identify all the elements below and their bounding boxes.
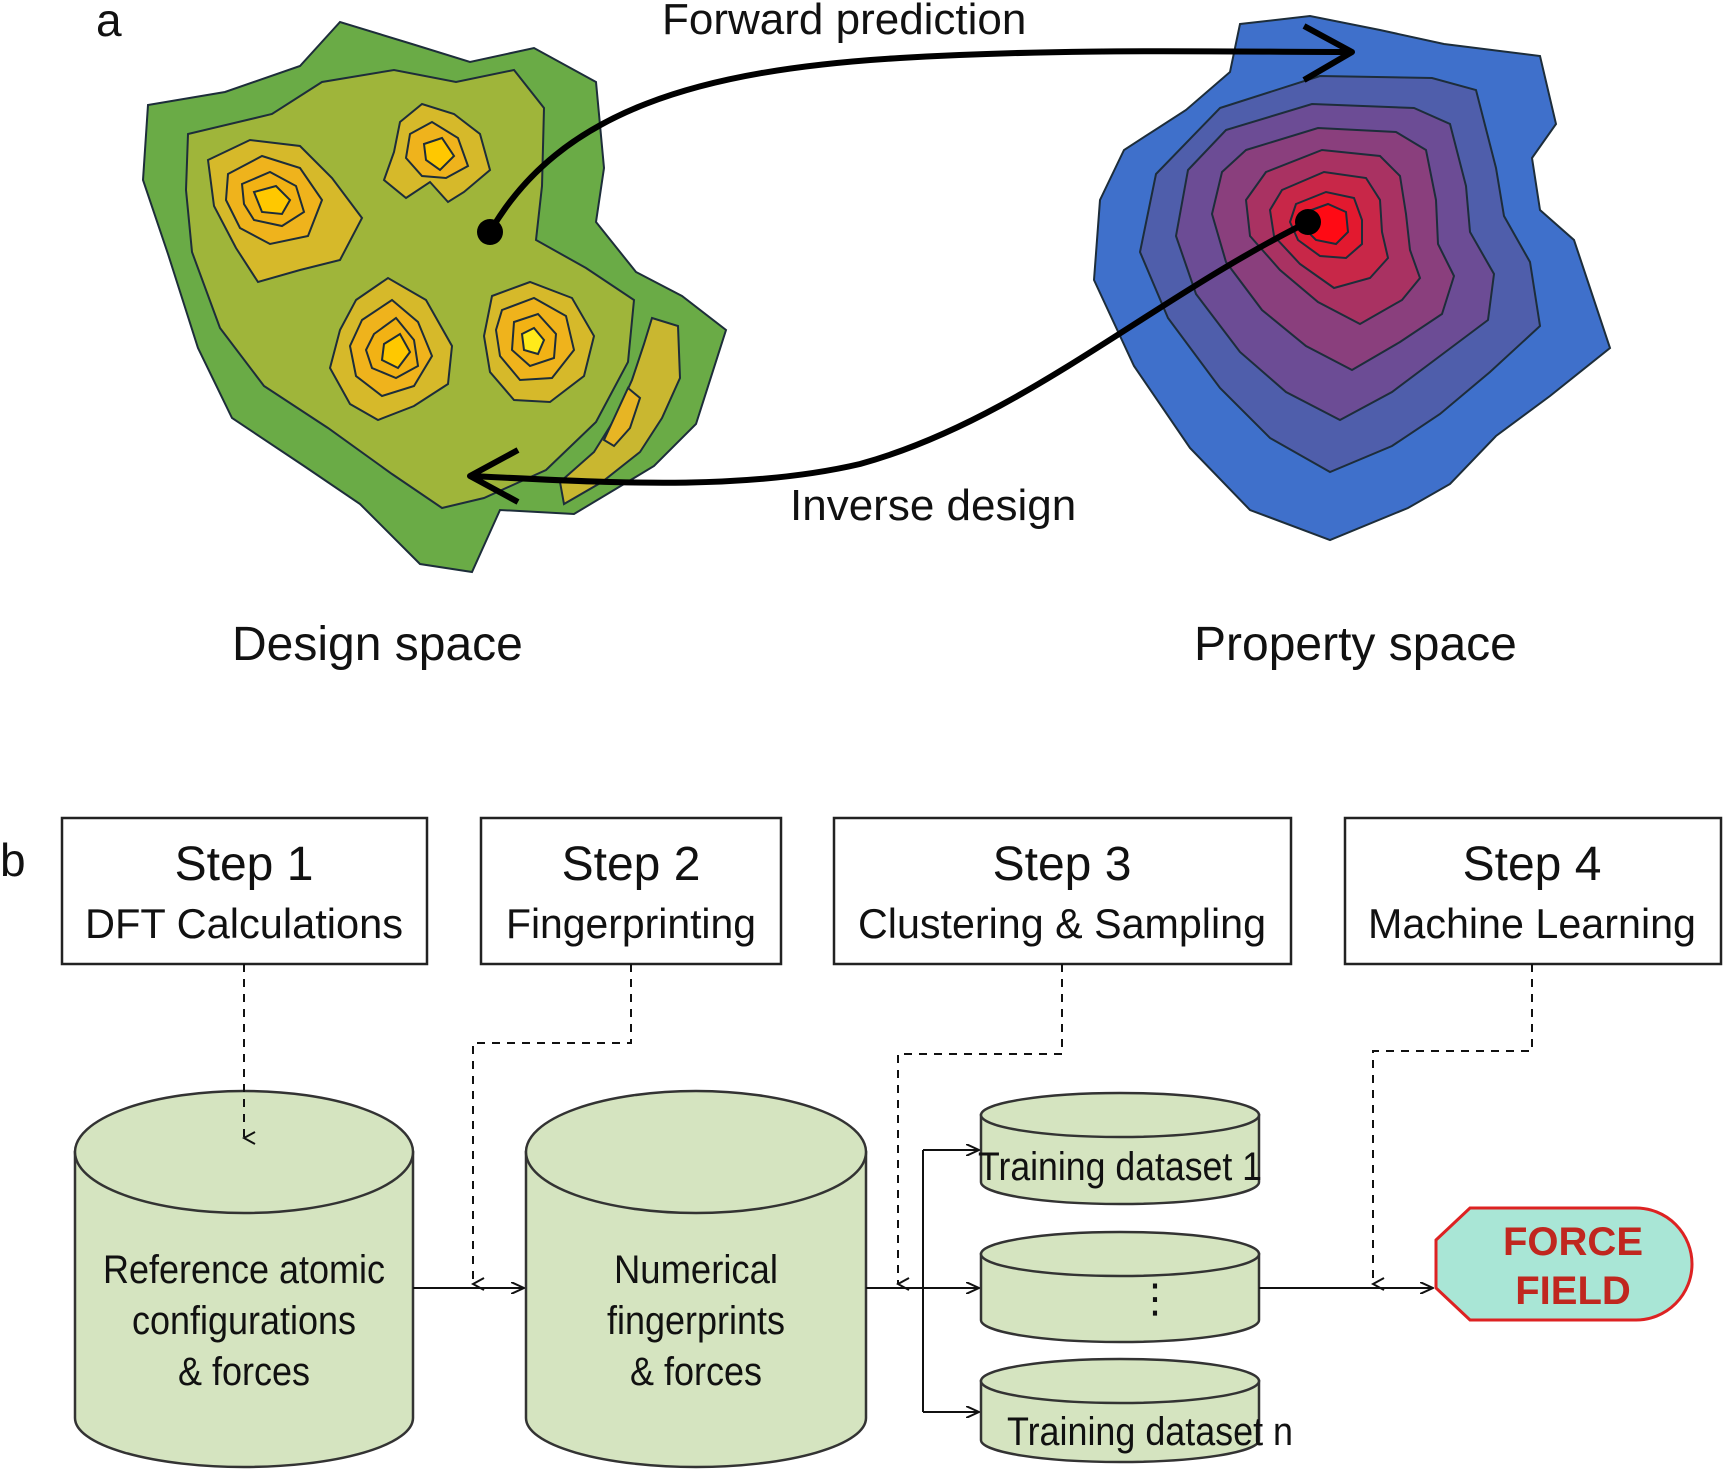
forward-prediction-arrowhead <box>1302 23 1355 83</box>
design-space-landscape <box>141 20 728 574</box>
training-dataset-1-label: Training dataset 1 <box>978 1145 1262 1189</box>
step-1-subtitle: DFT Calculations <box>85 900 403 947</box>
panel-b: b Step 1 DFT Calculations Step 2 Fingerp… <box>0 816 1723 1469</box>
property-space-label: Property space <box>1194 618 1517 671</box>
forward-prediction-label: Forward prediction <box>662 0 1026 44</box>
reference-db-line-2: configurations <box>132 1299 356 1343</box>
panel-a: a <box>96 0 1612 671</box>
design-space-side-ridge <box>602 386 642 448</box>
design-peak-2 <box>382 102 492 204</box>
inverse-design-label: Inverse design <box>790 481 1076 530</box>
step-1-title: Step 1 <box>175 838 314 891</box>
fingerprint-db-line-2: fingerprints <box>607 1299 785 1343</box>
training-dataset-ellipsis-disk: ⋮ <box>979 1230 1261 1344</box>
panel-a-letter: a <box>96 0 122 46</box>
step-3-dashed-connector <box>898 964 1063 1284</box>
design-peak-4 <box>482 280 596 404</box>
step-4-title: Step 4 <box>1463 838 1602 891</box>
reference-db-line-3: & forces <box>178 1350 310 1394</box>
training-dataset-ellipsis: ⋮ <box>1135 1277 1175 1321</box>
step-box-1: Step 1 DFT Calculations <box>60 816 429 966</box>
design-space-label: Design space <box>232 618 523 671</box>
design-peak-3 <box>328 276 454 422</box>
force-field-line-2: FIELD <box>1515 1269 1631 1313</box>
training-dataset-n-label: Training dataset n <box>1007 1410 1293 1454</box>
forward-prediction-arrow <box>487 48 1351 234</box>
inverse-design-arrow <box>469 219 1310 486</box>
reference-database-cylinder: Reference atomic configurations & forces <box>73 1089 415 1469</box>
step-box-2: Step 2 Fingerprinting <box>479 816 783 966</box>
fingerprint-db-line-3: & forces <box>630 1350 762 1394</box>
step-4-dashed-connector <box>1373 964 1533 1284</box>
fingerprint-database-cylinder: Numerical fingerprints & forces <box>524 1089 868 1469</box>
step-3-subtitle: Clustering & Sampling <box>858 900 1266 947</box>
design-peak-1 <box>206 138 364 284</box>
step-2-subtitle: Fingerprinting <box>506 900 756 947</box>
step-2-title: Step 2 <box>562 838 701 891</box>
inverse-design-arrowhead <box>467 447 520 505</box>
training-dataset-n-disk: Training dataset n <box>979 1357 1293 1464</box>
fingerprint-db-line-1: Numerical <box>614 1248 778 1292</box>
force-field-line-1: FORCE <box>1503 1220 1643 1264</box>
property-space-landscape <box>1092 14 1612 542</box>
step-box-4: Step 4 Machine Learning <box>1343 816 1723 966</box>
reference-db-line-1: Reference atomic <box>103 1248 385 1292</box>
step-2-dashed-connector <box>473 964 632 1284</box>
step-box-3: Step 3 Clustering & Sampling <box>832 816 1293 966</box>
panel-b-letter: b <box>0 834 26 886</box>
training-dataset-1-disk: Training dataset 1 <box>978 1091 1262 1206</box>
step-3-title: Step 3 <box>993 838 1132 891</box>
force-field-output: FORCE FIELD <box>1434 1206 1694 1322</box>
step-4-subtitle: Machine Learning <box>1368 900 1696 947</box>
